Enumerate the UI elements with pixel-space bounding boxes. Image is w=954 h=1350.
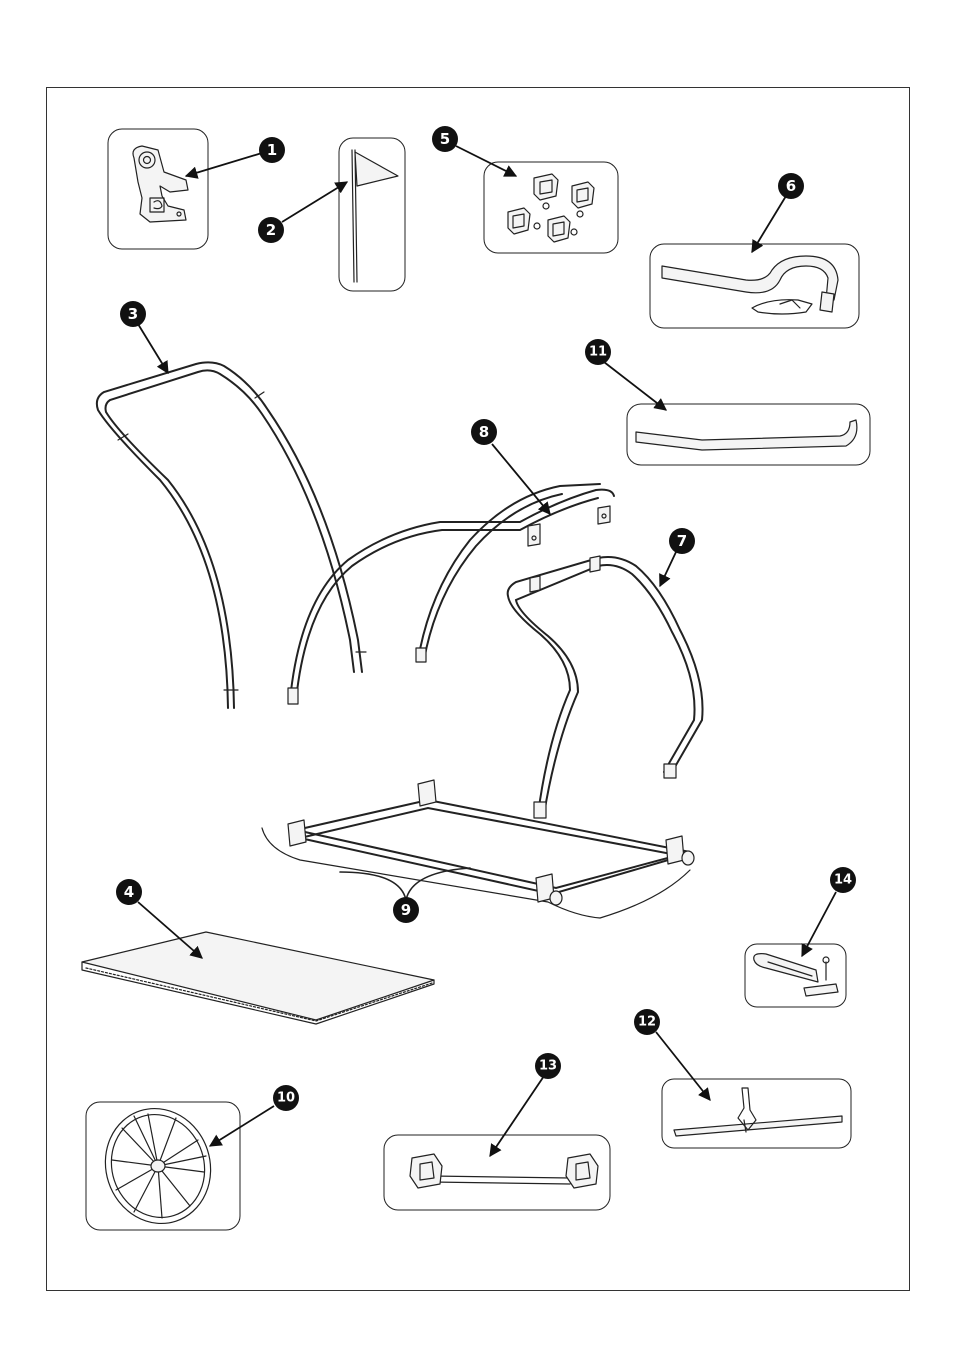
part-12-tow-bar	[662, 1079, 851, 1148]
badge-9: 9	[393, 897, 419, 923]
badge-10: 10	[273, 1085, 299, 1111]
badge-12: 12	[634, 1009, 660, 1035]
part-7-rear-hoop	[508, 556, 703, 818]
badge-5-label: 5	[440, 130, 450, 148]
part-5-clamp-set	[484, 162, 618, 253]
badge-2-label: 2	[266, 221, 276, 239]
part-1-hitch-bracket	[108, 129, 208, 249]
part-3-front-arch-tube	[97, 362, 366, 708]
part-11-box	[627, 404, 870, 465]
badge-12-label: 12	[638, 1015, 656, 1030]
badge-9-label: 9	[401, 901, 411, 919]
part-4-floor-panel	[82, 932, 434, 1024]
badge-8-label: 8	[479, 423, 489, 441]
badge-4: 4	[116, 879, 142, 905]
badge-13: 13	[535, 1053, 561, 1079]
badge-3: 3	[120, 301, 146, 327]
badge-3-label: 3	[128, 305, 138, 323]
part-12-box	[662, 1079, 851, 1148]
badge-2: 2	[258, 217, 284, 243]
part-2-safety-flag	[339, 138, 405, 291]
badge-7: 7	[669, 528, 695, 554]
badge-7-label: 7	[677, 532, 687, 550]
part-14-strap-kit	[745, 944, 846, 1007]
part-8-upper-frame	[288, 484, 614, 704]
badge-8: 8	[471, 419, 497, 445]
badge-10-label: 10	[277, 1091, 295, 1106]
badge-5: 5	[432, 126, 458, 152]
part-10-wheel	[86, 1095, 240, 1237]
part-11-side-bar	[627, 404, 870, 465]
badge-11-label: 11	[589, 345, 607, 360]
badge-4-label: 4	[124, 883, 134, 901]
badge-13-label: 13	[539, 1059, 557, 1074]
badge-6-label: 6	[786, 177, 796, 195]
badge-14-label: 14	[834, 873, 852, 888]
part-9-base-frame	[262, 780, 694, 918]
badge-1: 1	[259, 137, 285, 163]
badge-1-label: 1	[267, 141, 277, 159]
badge-14: 14	[830, 867, 856, 893]
badge-6: 6	[778, 173, 804, 199]
badge-11: 11	[585, 339, 611, 365]
part-6-tow-arm	[650, 244, 859, 328]
